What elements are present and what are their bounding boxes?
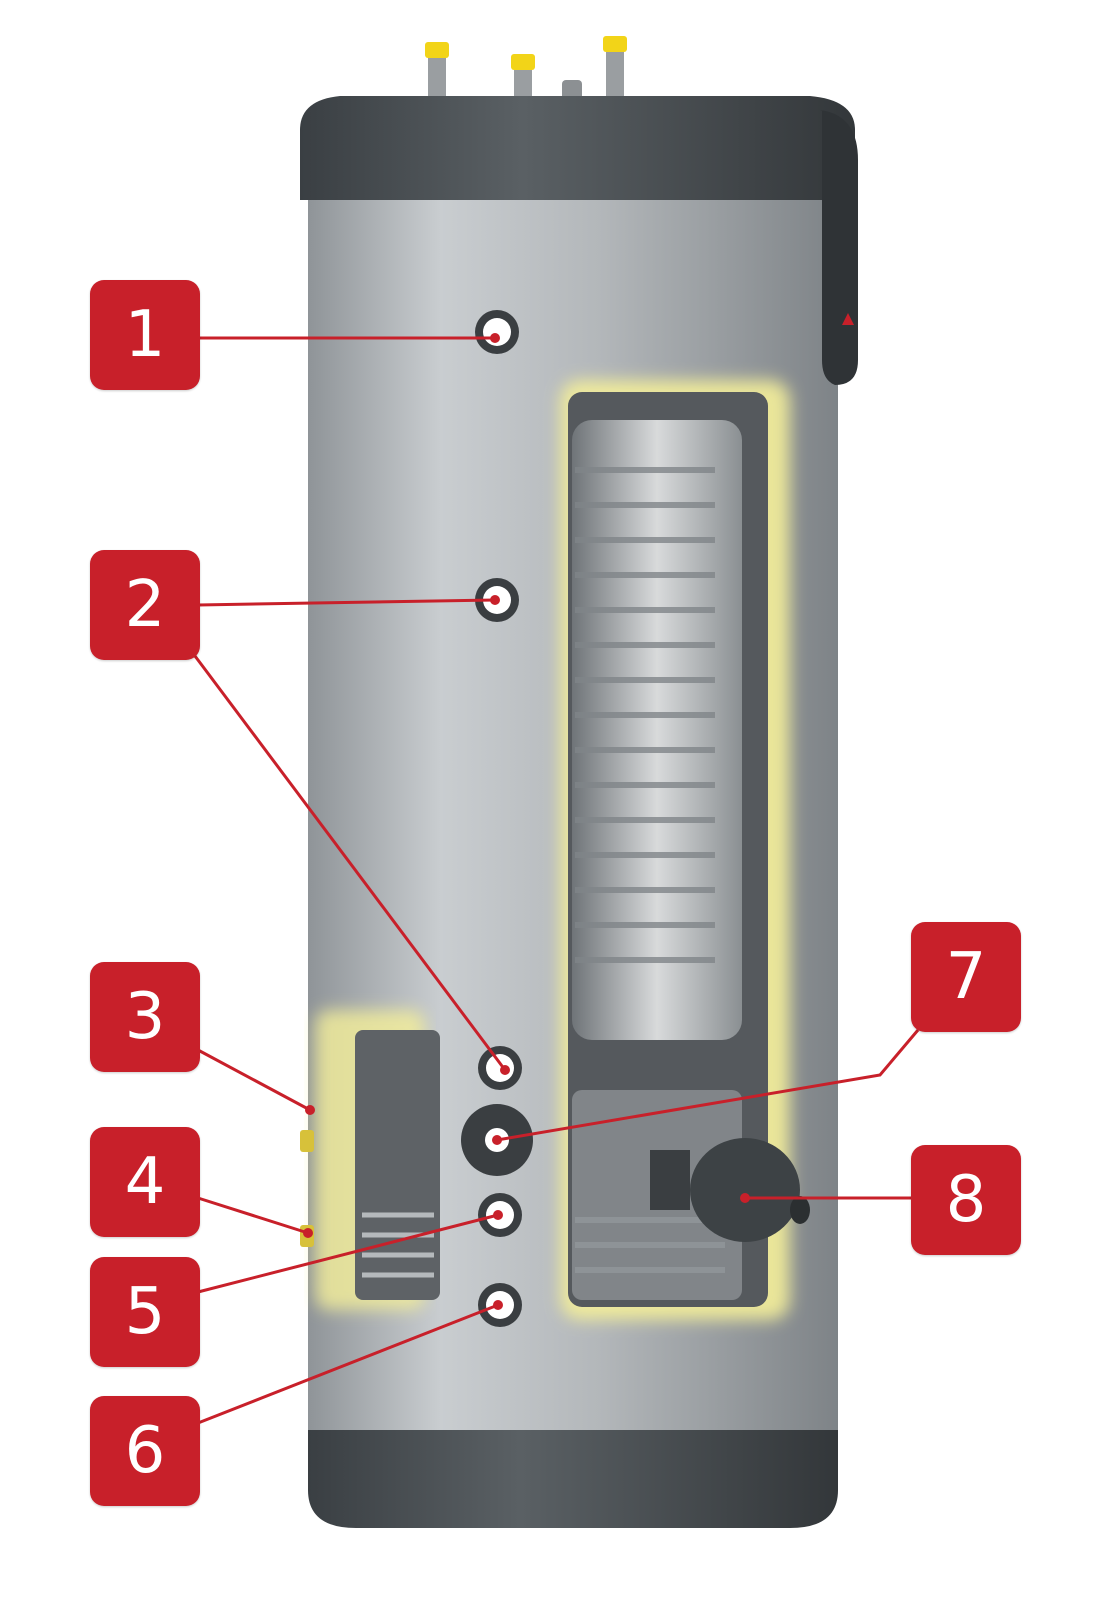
callout-label: 1 bbox=[124, 298, 166, 372]
leader-lines bbox=[190, 336, 920, 1425]
callout-2: 2 bbox=[90, 550, 200, 660]
callout-label: 8 bbox=[945, 1163, 987, 1237]
lower-cutaway bbox=[355, 1030, 440, 1300]
callout-label: 7 bbox=[945, 940, 987, 1014]
bottom-cap bbox=[308, 1430, 838, 1528]
top-cap bbox=[300, 96, 855, 200]
callout-label: 6 bbox=[124, 1414, 166, 1488]
callout-3: 3 bbox=[90, 962, 200, 1072]
inner-tank bbox=[572, 420, 742, 1040]
callout-label: 2 bbox=[124, 568, 166, 642]
callout-label: 3 bbox=[124, 980, 166, 1054]
control-panel bbox=[820, 110, 858, 385]
lower-coil bbox=[362, 1212, 434, 1278]
callout-label: 4 bbox=[124, 1145, 166, 1219]
callout-6: 6 bbox=[90, 1396, 200, 1506]
callout-1: 1 bbox=[90, 280, 200, 390]
electric-heater-element bbox=[650, 1138, 810, 1242]
callout-8: 8 bbox=[911, 1145, 1021, 1255]
callout-4: 4 bbox=[90, 1127, 200, 1237]
callout-7: 7 bbox=[911, 922, 1021, 1032]
callout-5: 5 bbox=[90, 1257, 200, 1367]
callout-label: 5 bbox=[124, 1275, 166, 1349]
